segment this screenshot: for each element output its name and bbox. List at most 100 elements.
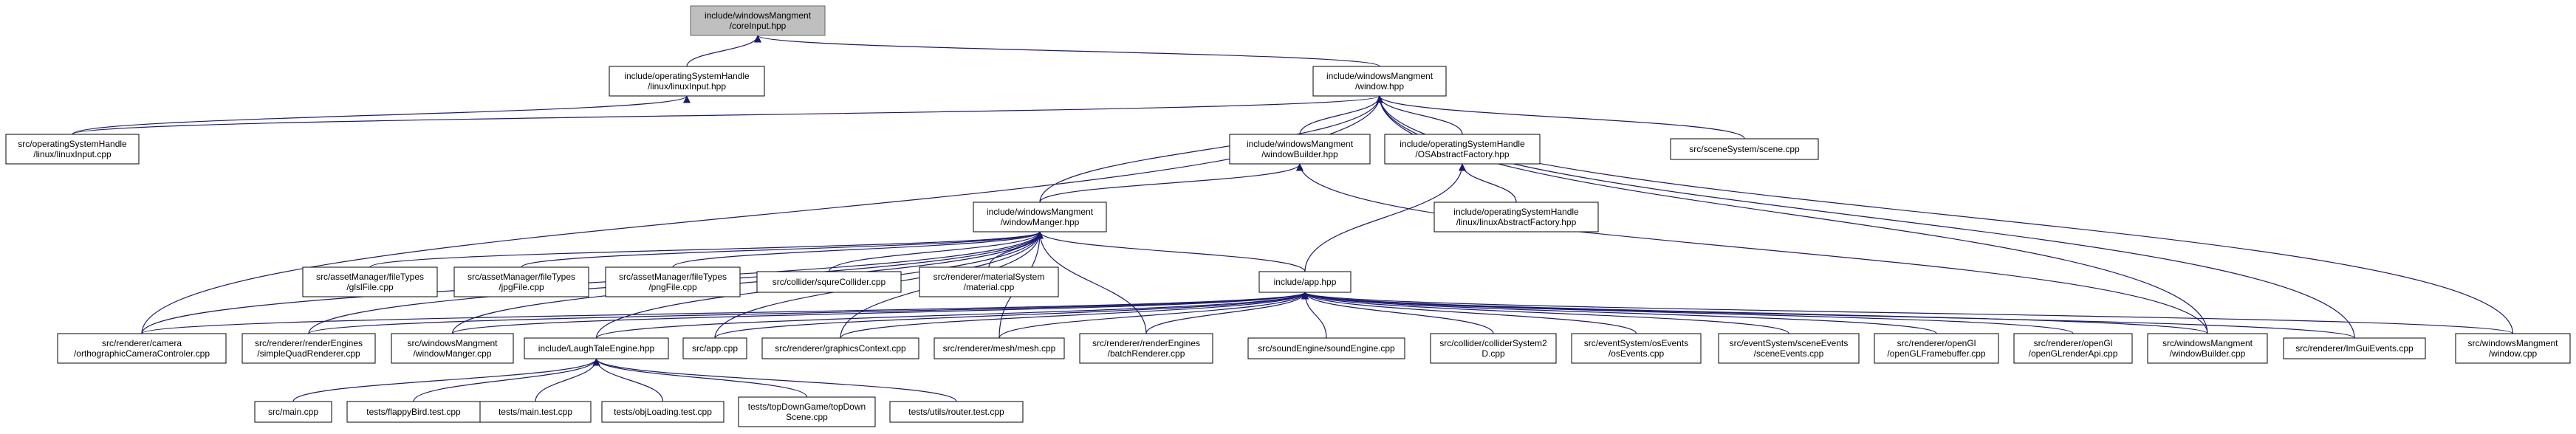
node-label: include/windowsMangment [1326, 71, 1433, 81]
node-maintest_cpp[interactable]: tests/main.test.cpp [479, 401, 592, 423]
edge-glsl_cpp-to-windowmanger_hpp [369, 231, 1044, 268]
node-linuxinput_hpp[interactable]: include/operatingSystemHandle/linux/linu… [609, 66, 765, 97]
edge-ortho_cpp-to-window_hpp [141, 95, 1383, 334]
node-label: src/renderer/openGl [1897, 338, 1976, 348]
node-label: /openGLrenderApi.cpp [2029, 348, 2118, 359]
edge-window_hpp-to-core [754, 35, 1380, 67]
node-window_hpp[interactable]: include/windowsMangment/window.hpp [1312, 66, 1447, 97]
node-box [934, 337, 1065, 359]
node-label: Scene.cpp [786, 412, 828, 422]
node-png_cpp[interactable]: src/assetManager/fileTypes/pngFile.cpp [605, 266, 741, 297]
node-label: /orthographicCameraControler.cpp [74, 348, 210, 359]
node-box [1312, 66, 1447, 97]
node-box [738, 396, 876, 427]
node-objloading_cpp[interactable]: tests/objLoading.test.cpp [601, 401, 724, 423]
node-label: /windowManger.hpp [1001, 217, 1080, 227]
node-label: include/windowsMangment [987, 207, 1094, 217]
edge-batch_cpp-to-app_hpp [1145, 292, 1309, 334]
node-label: src/collider/colliderSystem2 [1439, 338, 1547, 348]
node-box [254, 401, 332, 423]
node-label: /linux/linuxInput.cpp [33, 149, 112, 159]
edge-router_cpp-to-laughtale_hpp [592, 358, 957, 402]
node-windowbuilder_hpp[interactable]: include/windowsMangment/windowBuilder.hp… [1229, 134, 1371, 165]
node-label: /jpgFile.cpp [499, 282, 544, 292]
node-laughtale_hpp[interactable]: include/LaughTaleEngine.hpp [524, 337, 669, 359]
node-imgui_cpp[interactable]: src/renderer/ImGuiEvents.cpp [2283, 337, 2426, 359]
edge-windowbuilder_cpp-to-windowbuilder_hpp [1296, 163, 2208, 334]
node-label: D.cpp [1481, 348, 1505, 359]
node-box [2283, 337, 2426, 359]
edge-sound_cpp-to-app_hpp [1301, 292, 1327, 339]
node-linuxabstract_hpp[interactable]: include/operatingSystemHandle/linux/linu… [1433, 202, 1599, 232]
edge-topdown_cpp-to-laughtale_hpp [592, 358, 808, 398]
node-box [756, 271, 902, 293]
edge-windowmanger_hpp-to-windowbuilder_hpp [1039, 163, 1304, 203]
node-simplequad_cpp[interactable]: src/renderer/renderEngines/simpleQuadRen… [242, 333, 376, 364]
node-windowmanger_hpp[interactable]: include/windowsMangment/windowManger.hpp [973, 202, 1107, 232]
node-box [973, 202, 1107, 232]
node-sceneevents_cpp[interactable]: src/eventSystem/sceneEvents/sceneEvents.… [1718, 333, 1860, 364]
node-router_cpp[interactable]: tests/utils/router.test.cpp [889, 401, 1024, 423]
node-label: src/collider/squreCollider.cpp [773, 277, 886, 287]
node-linuxinput_cpp[interactable]: src/operatingSystemHandle/linux/linuxInp… [5, 134, 140, 165]
edge-simplequad_cpp-to-app_hpp [308, 292, 1309, 334]
node-windowmanger_cpp[interactable]: src/windowsMangment/windowManger.cpp [391, 333, 514, 364]
node-flappy_cpp[interactable]: tests/flappyBird.test.cpp [346, 401, 481, 423]
node-box [391, 333, 514, 364]
node-box [1670, 138, 1819, 160]
node-label: src/renderer/mesh/mesh.cpp [943, 343, 1056, 354]
edge-osevents_cpp-to-app_hpp [1301, 292, 1637, 334]
edge-jpg_cpp-to-windowmanger_hpp [521, 231, 1044, 268]
edge-windowmanger_hpp-to-window_hpp [1039, 95, 1383, 203]
node-box [1229, 134, 1371, 165]
node-box [453, 266, 589, 297]
edge-imgui_cpp-to-app_hpp [1301, 292, 2355, 339]
node-label: /windowBuilder.cpp [2170, 348, 2246, 359]
edge-png_cpp-to-windowmanger_hpp [672, 231, 1044, 268]
node-box [682, 337, 747, 359]
node-label: include/operatingSystemHandle [624, 71, 750, 81]
node-label: /material.cpp [964, 282, 1015, 292]
node-core[interactable]: include/windowsMangment/coreInput.hpp [690, 5, 826, 36]
node-mesh_cpp[interactable]: src/renderer/mesh/mesh.cpp [934, 337, 1065, 359]
edge-batch_cpp-to-windowmanger_hpp [1036, 231, 1147, 334]
edge-maintest_cpp-to-laughtale_hpp [535, 358, 600, 402]
node-osabstract_hpp[interactable]: include/operatingSystemHandle/OSAbstract… [1384, 134, 1541, 165]
node-glsl_cpp[interactable]: src/assetManager/fileTypes/glslFile.cpp [302, 266, 438, 297]
node-jpg_cpp[interactable]: src/assetManager/fileTypes/jpgFile.cpp [453, 266, 589, 297]
node-label: include/windowsMangment [1247, 139, 1354, 149]
node-label: src/windowsMangment [407, 338, 498, 348]
node-label: src/renderer/ImGuiEvents.cpp [2295, 343, 2414, 354]
node-label: /window.cpp [2489, 348, 2538, 359]
node-graphicscontext_cpp[interactable]: src/renderer/graphicsContext.cpp [761, 337, 919, 359]
node-box [1874, 333, 1999, 364]
node-framebuffer_cpp[interactable]: src/renderer/openGl/openGLFramebuffer.cp… [1874, 333, 1999, 364]
node-label: src/eventSystem/sceneEvents [1730, 338, 1849, 348]
node-osevents_cpp[interactable]: src/eventSystem/osEvents/osEvents.cpp [1571, 333, 1702, 364]
node-batch_cpp[interactable]: src/renderer/renderEngines/batchRenderer… [1079, 333, 1213, 364]
node-label: include/LaughTaleEngine.hpp [538, 343, 655, 354]
node-squre_cpp[interactable]: src/collider/squreCollider.cpp [756, 271, 902, 293]
node-app_hpp[interactable]: include/app.hpp [1258, 271, 1352, 293]
node-sound_cpp[interactable]: src/soundEngine/soundEngine.cpp [1247, 337, 1405, 359]
node-label: /sceneEvents.cpp [1754, 348, 1824, 359]
node-window_cpp[interactable]: src/windowsMangment/window.cpp [2455, 333, 2571, 364]
node-ortho_cpp[interactable]: src/renderer/camera/orthographicCameraCo… [57, 333, 227, 364]
node-windowbuilder_cpp[interactable]: src/windowsMangment/windowBuilder.cpp [2147, 333, 2268, 364]
edge-squre_cpp-to-windowmanger_hpp [828, 231, 1044, 272]
node-main_cpp[interactable]: src/main.cpp [254, 401, 332, 423]
node-label: src/renderer/materialSystem [934, 272, 1045, 282]
node-box [1258, 271, 1352, 293]
node-box [1433, 202, 1599, 232]
node-app_cpp[interactable]: src/app.cpp [682, 337, 747, 359]
node-scene_cpp[interactable]: src/sceneSystem/scene.cpp [1670, 138, 1819, 160]
node-renderapi_cpp[interactable]: src/renderer/openGl/openGLrenderApi.cpp [2013, 333, 2133, 364]
edge-collidersys_cpp-to-app_hpp [1301, 292, 1494, 334]
edge-ortho_cpp-to-app_hpp [141, 292, 1309, 334]
node-label: /glslFile.cpp [346, 282, 394, 292]
node-label: src/windowsMangment [2467, 338, 2558, 348]
node-material_cpp[interactable]: src/renderer/materialSystem/material.cpp [919, 266, 1059, 297]
